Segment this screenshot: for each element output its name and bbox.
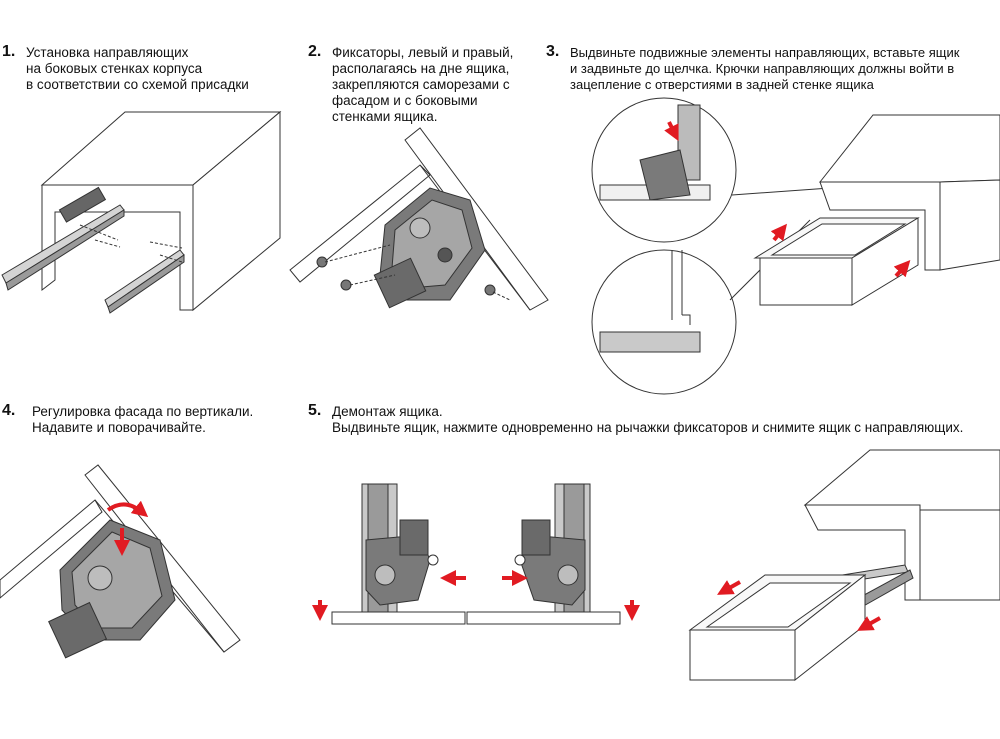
step-5-text: Демонтаж ящика. Выдвиньте ящик, нажмите …	[332, 404, 964, 435]
step-3-text: Выдвиньте подвижные элементы направляющи…	[570, 45, 960, 92]
step-2-illustration	[289, 127, 549, 311]
step-3-number: 3.	[546, 43, 560, 60]
step-4-illustration	[0, 464, 241, 659]
step-1-illustration	[1, 110, 282, 314]
step-1-text: Установка направляющих на боковых стенка…	[26, 45, 249, 92]
step-4-text: Регулировка фасада по вертикали. Надавит…	[32, 404, 254, 435]
step-5-illustration	[312, 449, 1000, 682]
step-2-number: 2.	[308, 43, 322, 60]
step-3-illustration	[591, 97, 1000, 395]
screw-icon	[316, 256, 496, 296]
step-4-number: 4.	[2, 402, 16, 419]
locking-device	[373, 187, 486, 309]
step-2-text: Фиксаторы, левый и правый, располагаясь …	[332, 45, 514, 124]
step-1-number: 1.	[2, 43, 16, 60]
step-5-number: 5.	[308, 402, 322, 419]
